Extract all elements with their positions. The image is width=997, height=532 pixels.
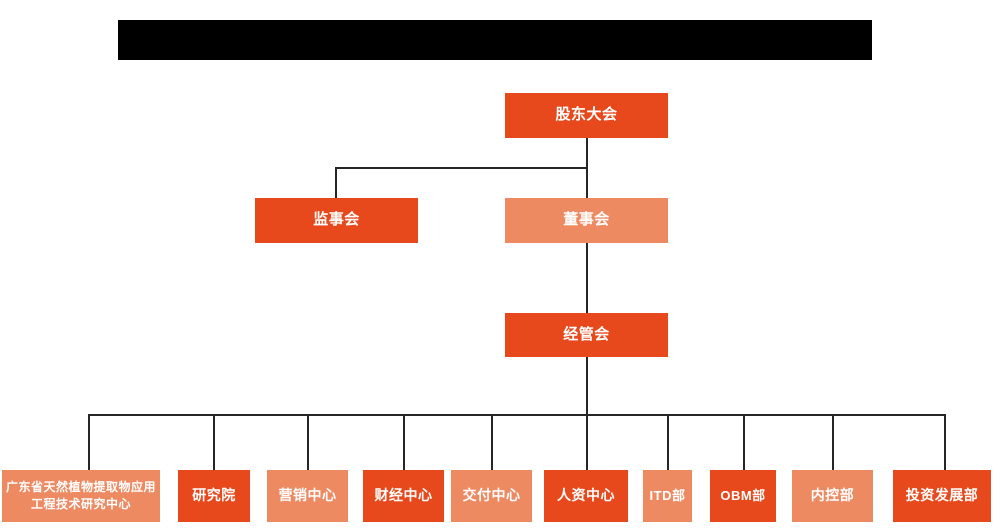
node-label-itd-department: ITD部	[649, 487, 686, 503]
node-label-research-center: 广东省天然植物提取物应用工程技术研究中心	[6, 480, 157, 511]
connector-drop-research-institute	[213, 414, 215, 470]
connector-drop-hr-center	[586, 414, 588, 470]
node-shareholders-meeting[interactable]: 股东大会	[505, 93, 668, 138]
connector-shareholders-down	[586, 138, 588, 169]
node-label-hr-center: 人资中心	[557, 487, 615, 504]
node-itd-department[interactable]: ITD部	[643, 470, 692, 522]
node-internal-control-department[interactable]: 内控部	[792, 470, 873, 522]
connector-drop-marketing-center	[307, 414, 309, 470]
node-label-marketing-center: 营销中心	[278, 487, 337, 504]
connector-drop-internal-control-department	[832, 414, 834, 470]
connector-drop-finance-center	[403, 414, 405, 470]
node-finance-center[interactable]: 财经中心	[363, 470, 444, 522]
node-label-research-institute: 研究院	[192, 487, 236, 504]
node-label-shareholders-meeting: 股东大会	[555, 106, 618, 124]
node-label-delivery-center: 交付中心	[462, 487, 521, 504]
node-board-of-directors[interactable]: 董事会	[505, 198, 668, 243]
node-investment-development-department[interactable]: 投资发展部	[893, 470, 991, 522]
node-supervisory-board[interactable]: 监事会	[255, 198, 418, 243]
connector-drop-obm-department	[743, 414, 745, 470]
connector-drop-investment-development-department	[944, 414, 946, 470]
node-obm-department[interactable]: OBM部	[710, 470, 776, 522]
node-hr-center[interactable]: 人资中心	[544, 470, 628, 522]
node-label-internal-control-department: 内控部	[810, 487, 855, 504]
connector-level4-bus	[88, 414, 945, 416]
node-label-investment-development-department: 投资发展部	[905, 487, 979, 504]
node-research-institute[interactable]: 研究院	[178, 470, 250, 522]
connector-drop-research-center	[88, 414, 90, 470]
connector-drop-itd-department	[667, 414, 669, 470]
node-management-committee[interactable]: 经管会	[505, 313, 668, 357]
redacted-title-bar	[118, 20, 872, 60]
connector-board-to-management	[586, 243, 588, 313]
node-label-finance-center: 财经中心	[374, 487, 433, 504]
node-research-center[interactable]: 广东省天然植物提取物应用工程技术研究中心	[2, 470, 160, 522]
connector-to-supervisory-board	[335, 167, 337, 199]
connector-management-down	[586, 357, 588, 415]
node-delivery-center[interactable]: 交付中心	[451, 470, 532, 522]
connector-to-board-of-directors	[586, 167, 588, 199]
node-label-supervisory-board: 监事会	[313, 211, 360, 229]
node-marketing-center[interactable]: 营销中心	[267, 470, 348, 522]
connector-level2-bus	[335, 167, 588, 169]
node-label-board-of-directors: 董事会	[563, 211, 610, 229]
connector-drop-delivery-center	[491, 414, 493, 470]
node-label-obm-department: OBM部	[720, 487, 766, 503]
node-label-management-committee: 经管会	[563, 325, 610, 343]
